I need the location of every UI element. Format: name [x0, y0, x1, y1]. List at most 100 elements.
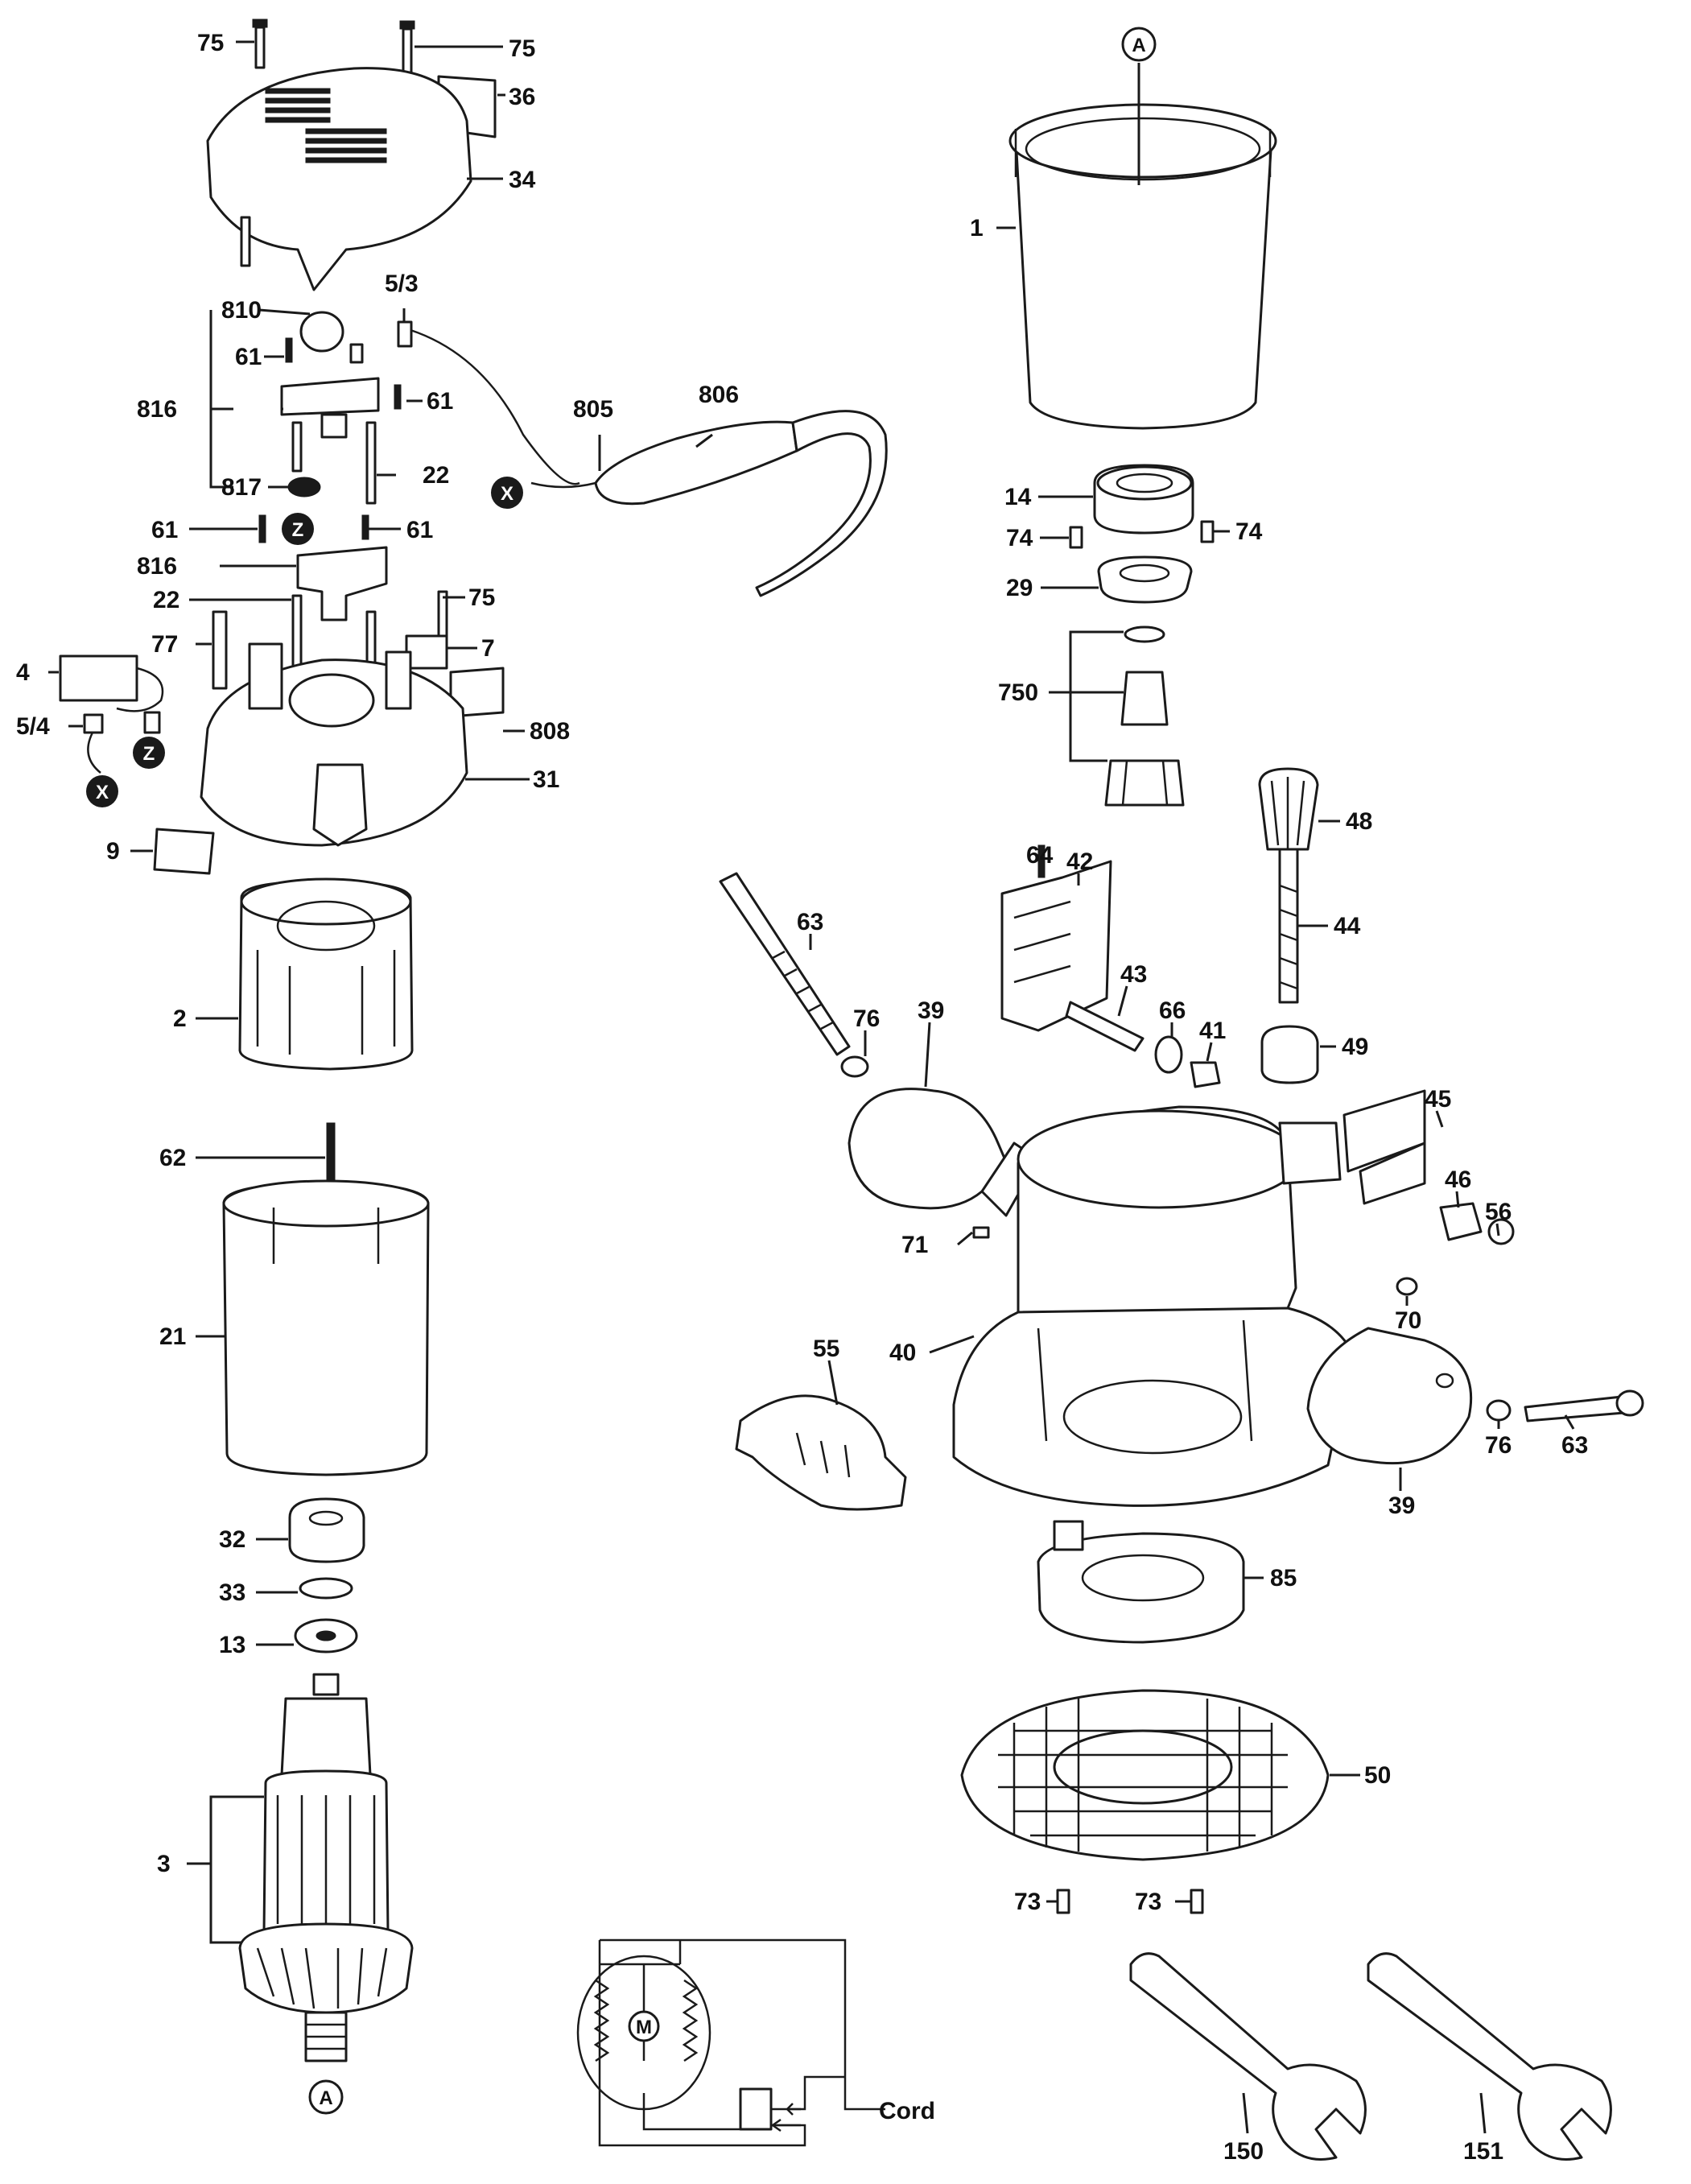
clip-70 — [1396, 1277, 1418, 1296]
housing-31-post-b — [385, 650, 412, 710]
callout-41: 41 — [1199, 1018, 1226, 1044]
callout-46: 46 — [1445, 1166, 1471, 1193]
motor-cap-group — [206, 19, 497, 291]
switch-4 — [59, 654, 138, 702]
callout-74a: 74 — [1006, 525, 1033, 551]
callout-13: 13 — [219, 1632, 245, 1658]
collet-ring — [1124, 625, 1165, 643]
callout-77: 77 — [151, 631, 178, 658]
handle-39-right — [1306, 1327, 1644, 1465]
cap-vent-slots — [265, 88, 387, 163]
wiring-schematic — [576, 1938, 885, 2147]
callout-85: 85 — [1270, 1565, 1297, 1592]
callout-29: 29 — [1006, 575, 1033, 601]
screw-77 — [212, 610, 228, 690]
callout-43: 43 — [1120, 961, 1147, 988]
brush-holder-816-upper — [280, 377, 380, 416]
base-depth-stop-boss — [1278, 1121, 1342, 1185]
spring-22-upper — [365, 421, 377, 505]
handle-39-left — [848, 1088, 1040, 1217]
callout-75c: 75 — [468, 584, 495, 611]
callout-70: 70 — [1395, 1307, 1421, 1334]
callout-5-4: 5/4 — [16, 713, 50, 740]
callout-76b: 76 — [1485, 1432, 1512, 1459]
screws-73 — [1056, 1889, 1204, 1914]
spring-46 — [1439, 1202, 1483, 1241]
leader-lines — [48, 40, 1575, 2134]
wrench-151 — [1367, 1952, 1612, 2161]
callout-63b: 63 — [1561, 1432, 1588, 1459]
callout-21: 21 — [159, 1323, 186, 1350]
marker-z-switch-text: Z — [143, 743, 155, 765]
cord-protector-806 — [594, 420, 798, 506]
armature-3 — [238, 1673, 414, 2062]
callout-39a: 39 — [918, 997, 944, 1024]
callout-150: 150 — [1223, 2138, 1264, 2165]
callout-74b: 74 — [1235, 518, 1263, 545]
screw-74-right — [1200, 520, 1215, 543]
callout-5-3: 5/3 — [385, 270, 419, 297]
spring-22-lower — [291, 594, 303, 670]
callout-32: 32 — [219, 1526, 245, 1553]
spring-lower-b — [365, 610, 377, 670]
callout-31: 31 — [533, 766, 559, 793]
brush-spring — [291, 421, 303, 473]
housing-31-tab — [312, 763, 368, 847]
motor-cap-34 — [206, 67, 472, 291]
callout-39b: 39 — [1388, 1492, 1415, 1519]
callout-9: 9 — [106, 838, 120, 865]
lead-wire-upper — [410, 328, 580, 485]
cord-label: Cord — [879, 2098, 935, 2124]
clip-7 — [405, 634, 448, 670]
handle-bolt-63-bottom — [1524, 1395, 1626, 1422]
callout-73a: 73 — [1014, 1889, 1041, 1915]
motor-housing-21 — [222, 1179, 430, 1476]
base-plate-50 — [960, 1689, 1330, 1861]
wrench-150 — [1129, 1952, 1367, 2161]
marker-a-bottom-text: A — [319, 2087, 332, 2109]
callout-61b: 61 — [427, 388, 453, 415]
callout-808: 808 — [530, 718, 570, 745]
callout-71: 71 — [901, 1232, 928, 1258]
housing-31-bore — [288, 673, 375, 728]
fan — [238, 1922, 414, 2014]
callout-75a: 75 — [197, 30, 224, 56]
brush-holder-816-lower — [296, 546, 388, 621]
callout-62: 62 — [159, 1145, 186, 1171]
connector-z — [143, 711, 161, 734]
callout-806: 806 — [699, 382, 739, 408]
screw-75-mid — [437, 590, 448, 642]
knob-base-49 — [1260, 1025, 1319, 1084]
commutator — [280, 1697, 372, 1777]
callout-49: 49 — [1342, 1034, 1368, 1060]
clamp-bolt-43 — [1065, 1001, 1145, 1052]
motor-housing-top-31 — [153, 642, 468, 875]
router-base-40 — [952, 1105, 1354, 1507]
callout-40: 40 — [889, 1340, 916, 1366]
screw-61-a — [285, 337, 293, 363]
screw-75-left — [252, 19, 268, 69]
callout-34: 34 — [509, 167, 536, 193]
callout-805: 805 — [573, 396, 613, 423]
callout-816b: 816 — [137, 553, 177, 580]
callout-66: 66 — [1159, 997, 1186, 1024]
o-ring-33 — [299, 1577, 353, 1600]
callout-22a: 22 — [423, 462, 449, 489]
depth-stop-bracket — [972, 1089, 1515, 1296]
switch-wire — [116, 667, 164, 712]
chip-shield-55 — [735, 1394, 907, 1511]
collet-nut — [1104, 759, 1185, 807]
callout-73b: 73 — [1135, 1889, 1161, 1915]
callout-810: 810 — [221, 297, 262, 324]
marker-a-top-text: A — [1132, 35, 1145, 56]
switch-group — [59, 654, 164, 774]
housing-31-post — [248, 642, 283, 710]
washer-66 — [1154, 1035, 1183, 1074]
depth-rod-44 — [1278, 848, 1299, 1004]
motor-m-circle — [628, 2010, 660, 2042]
screw-61-d — [361, 514, 369, 540]
power-cord — [755, 410, 888, 597]
field-2 — [238, 877, 414, 1071]
callout-36: 36 — [509, 84, 535, 110]
